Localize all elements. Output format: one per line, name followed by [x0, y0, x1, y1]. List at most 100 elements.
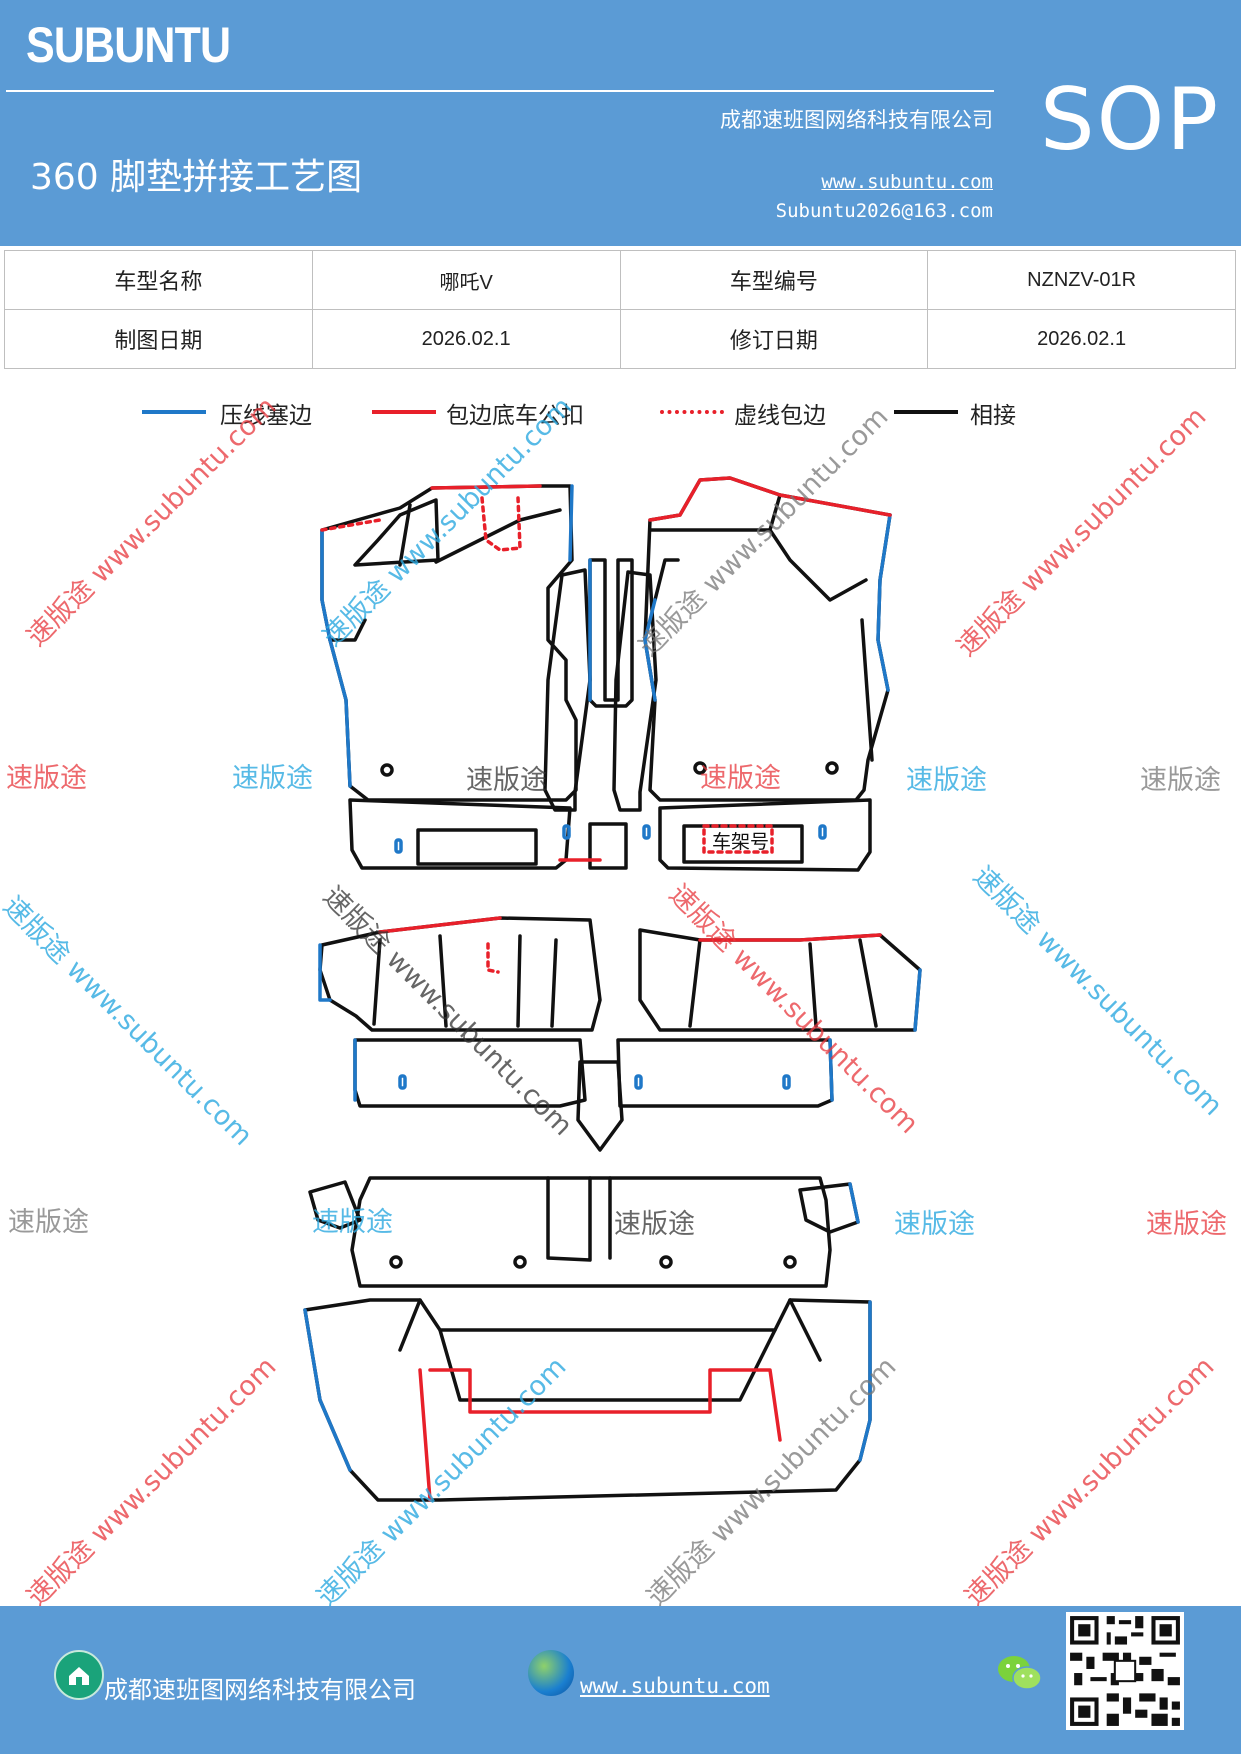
mat-front-right-inner [768, 493, 782, 532]
legend-swatch-blue [142, 410, 206, 414]
mat-center-bridge [576, 1060, 624, 1152]
mat-trunk-inner [438, 1328, 777, 1402]
footer-company: 成都速班图网络科技有限公司 [104, 1676, 416, 1704]
mat-front-right-strip [658, 798, 872, 872]
draw-date-value: 2026.02.1 [311, 309, 621, 369]
edge-red-dotted [320, 518, 382, 532]
model-name-label: 车型名称 [4, 250, 313, 310]
legend-swatch-red-dotted [660, 410, 724, 414]
mat-rear-left [318, 916, 602, 1032]
legend-label: 虚线包边 [734, 403, 826, 429]
mat-side-piece [308, 1180, 362, 1230]
mat-hole [783, 1255, 797, 1269]
edge-blue [303, 1308, 352, 1472]
mat-front-left-inner [353, 498, 440, 567]
edge-red [428, 1368, 782, 1442]
edge-blue [318, 943, 332, 1002]
mat-hole [513, 1255, 527, 1269]
mat-center-strip [588, 822, 628, 870]
header-divider [6, 90, 994, 92]
edge-blue [858, 1300, 872, 1462]
frame-number-box [702, 824, 774, 854]
edge-blue [643, 598, 657, 702]
edge-blue [913, 968, 922, 1032]
revision-date-label: 修订日期 [619, 309, 929, 369]
legend-label: 压线塞边 [220, 403, 312, 429]
qr-code-icon[interactable] [1066, 1612, 1184, 1730]
edge-blue [828, 1038, 834, 1102]
legend-swatch-red [372, 410, 436, 414]
footer-website-link[interactable]: www.subuntu.com [580, 1674, 770, 1698]
company-home-icon [54, 1650, 104, 1700]
mat-trunk-inner [788, 1298, 822, 1362]
model-name-value: 哪吒V [311, 250, 621, 310]
edge-red [418, 1368, 432, 1502]
mat-rear-right [638, 928, 922, 1032]
brand-logo-text: SUBUNTU [26, 17, 231, 73]
sop-label: SOP [1040, 70, 1221, 170]
edge-red [378, 916, 502, 934]
globe-icon [528, 1650, 574, 1696]
model-code-label: 车型编号 [619, 250, 929, 310]
mat-slot [562, 824, 571, 840]
revision-date-value: 2026.02.1 [927, 309, 1236, 369]
mat-rear-right-inner [688, 938, 702, 1028]
mat-rear-left-inner [372, 938, 382, 1026]
header-banner [0, 0, 1241, 246]
edge-blue [328, 638, 352, 788]
mat-side-piece [798, 1182, 860, 1234]
mat-rear-right-inner [858, 938, 878, 1028]
mat-trunk-inner [398, 1298, 422, 1352]
frame-number-label: 车架号 [712, 831, 769, 853]
legend: 压线塞边 包边底车公扣 虚线包边 相接 [0, 396, 1241, 436]
mat-slot [394, 838, 403, 854]
legend-label: 相接 [970, 403, 1016, 429]
model-code-value: NZNZV-01R [927, 250, 1236, 310]
mat-hole [389, 1255, 403, 1269]
mat-rear-left-strip [353, 1038, 587, 1108]
mat-slot [818, 824, 827, 840]
vehicle-info-table: 车型名称 哪吒V 车型编号 NZNZV-01R 制图日期 2026.02.1 修… [4, 250, 1236, 369]
mat-rear-left-inner [516, 934, 522, 1028]
mat-hole [825, 761, 839, 775]
header-company: 成都速班图网络科技有限公司 [720, 108, 993, 132]
edge-red [698, 933, 882, 942]
page-title: 360 脚垫拼接工艺图 [30, 157, 363, 198]
mat-rear-right-inner [808, 942, 818, 1028]
legend-swatch-black [894, 410, 958, 414]
header-email[interactable]: Subuntu2026@163.com [775, 200, 993, 222]
edge-blue [320, 528, 332, 642]
mat-front-left-inner [434, 508, 562, 564]
mat-rear-left-inner [550, 938, 558, 1028]
draw-date-label: 制图日期 [4, 309, 313, 369]
edge-red [648, 476, 892, 522]
mat-front-left-inner [398, 503, 412, 567]
mat-tunnel-left [543, 568, 592, 812]
edge-blue [848, 1182, 860, 1224]
mat-rear-right-strip [616, 1038, 834, 1108]
mat-front-left-inner [328, 618, 367, 642]
header-website-link[interactable]: www.subuntu.com [821, 171, 993, 193]
mat-front-left [320, 484, 578, 802]
mat-rear-left-inner [438, 934, 448, 1028]
mat-center-tunnel [588, 558, 634, 708]
edge-red-dotted [480, 496, 522, 552]
mat-slot [634, 1074, 643, 1090]
mat-slot [642, 824, 651, 840]
table-row: 车型名称 哪吒V 车型编号 NZNZV-01R [4, 250, 1236, 310]
wechat-icon[interactable] [996, 1652, 1044, 1694]
mat-hole [693, 761, 707, 775]
edge-blue [876, 513, 892, 692]
edge-red [430, 484, 542, 490]
mat-slot [782, 1074, 791, 1090]
edge-blue [568, 484, 574, 562]
mat-front-left-strip [348, 798, 572, 870]
mat-hole [380, 763, 394, 777]
mat-front-right-inner [860, 618, 874, 762]
mat-hole [659, 1255, 673, 1269]
mat-third-row-inner [546, 1176, 592, 1262]
edge-red-dotted [486, 942, 500, 974]
mat-slot [398, 1074, 407, 1090]
legend-label: 包边底车公扣 [446, 403, 584, 429]
